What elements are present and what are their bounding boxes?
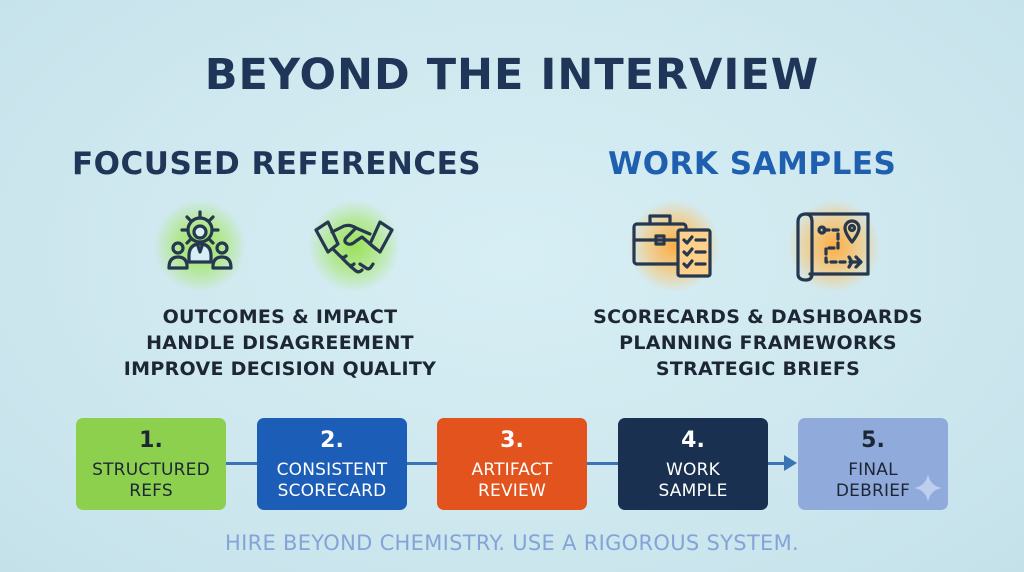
handshake-icon	[306, 198, 402, 294]
list-item: HANDLE DISAGREEMENT	[146, 332, 414, 354]
work-samples-heading: WORK SAMPLES	[608, 146, 897, 182]
step-label-line1: WORK	[666, 460, 720, 480]
step-label-line1: ARTIFACT	[471, 460, 553, 480]
step-label-line2: REVIEW	[478, 481, 546, 501]
step-number: 5.	[861, 428, 885, 453]
arrow-right-icon	[784, 455, 797, 471]
step-number: 1.	[139, 428, 163, 453]
team-gear-icon	[152, 198, 248, 294]
step-label-line1: FINAL	[848, 460, 898, 480]
page-title: BEYOND THE INTERVIEW	[204, 50, 820, 100]
work-samples-list: SCORECARDS & DASHBOARDS PLANNING FRAMEWO…	[568, 304, 948, 382]
step-label-line2: DEBRIEF	[835, 481, 911, 501]
step-number: 2.	[320, 428, 344, 453]
step-label-line2: SAMPLE	[658, 481, 728, 501]
sparkle-icon	[914, 474, 942, 502]
step-label-line2: SCORECARD	[277, 481, 387, 501]
step-label-line1: CONSISTENT	[276, 460, 388, 480]
list-item: IMPROVE DECISION QUALITY	[123, 358, 437, 380]
step-label-line1: STRUCTURED	[92, 460, 210, 480]
focused-references-list: OUTCOMES & IMPACT HANDLE DISAGREEMENT IM…	[90, 304, 470, 382]
list-item: PLANNING FRAMEWORKS	[619, 332, 897, 354]
list-item: OUTCOMES & IMPACT	[162, 306, 398, 328]
route-map-icon	[786, 198, 882, 294]
briefcase-checklist-icon	[626, 198, 722, 294]
step-number: 3.	[500, 428, 524, 453]
step-label-line2: REFS	[129, 481, 173, 501]
list-item: STRATEGIC BRIEFS	[655, 358, 861, 380]
step-number: 4.	[681, 428, 705, 453]
list-item: SCORECARDS & DASHBOARDS	[593, 306, 923, 328]
focused-references-heading: FOCUSED REFERENCES	[72, 146, 482, 182]
footer-tagline: HIRE BEYOND CHEMISTRY. USE A RIGOROUS SY…	[225, 531, 799, 555]
